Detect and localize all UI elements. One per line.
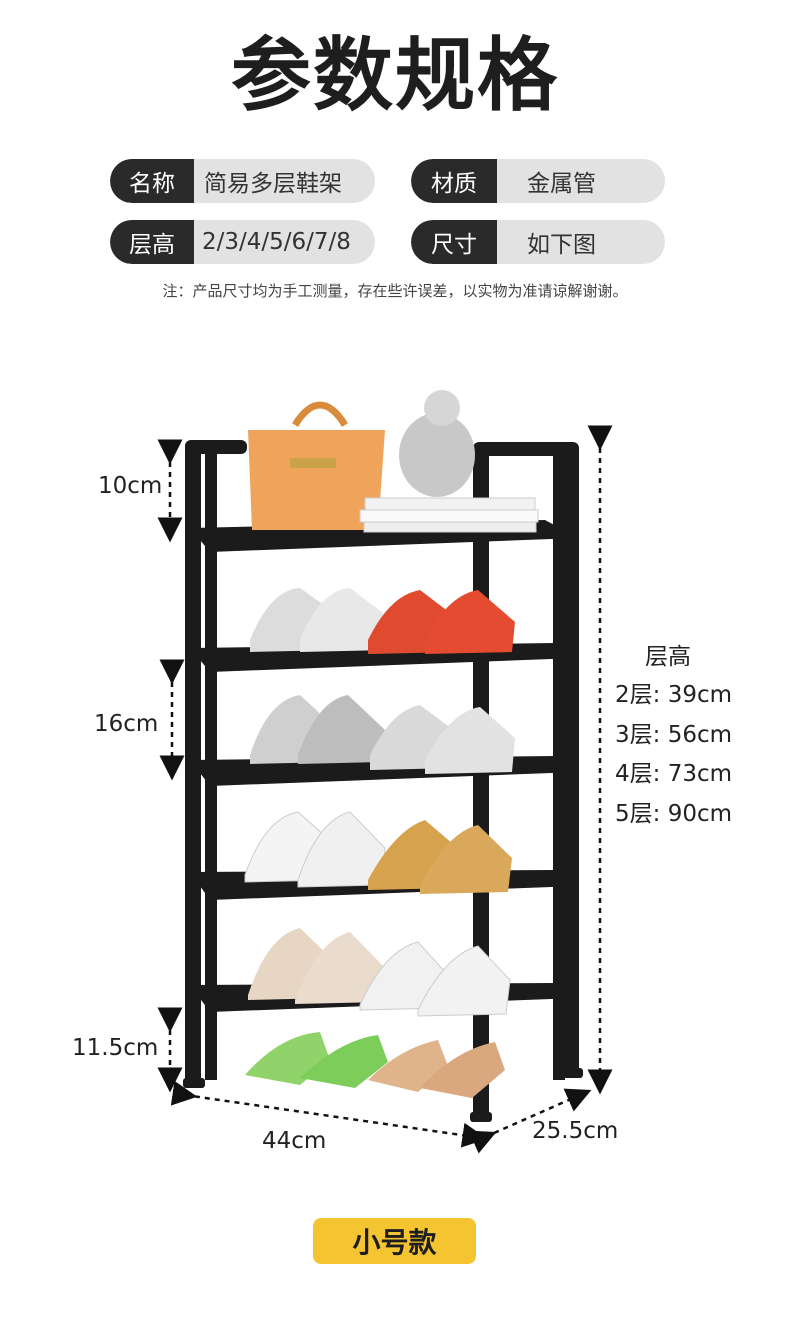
- layer-height-item: 2层: 39cm: [615, 682, 733, 708]
- dimension-lines: [157, 425, 613, 1154]
- spec-height-value: 2/3/4/5/6/7/8: [202, 229, 351, 255]
- spec-name-label: 名称: [110, 159, 194, 203]
- dim-shelf-gap: 16cm: [94, 711, 159, 737]
- layer-heights-heading: 层高: [645, 644, 691, 670]
- dim-top-gap: 10cm: [98, 473, 163, 499]
- spec-name: 名称 简易多层鞋架: [110, 159, 375, 203]
- dim-bottom-gap: 11.5cm: [72, 1035, 159, 1061]
- dim-width: 44cm: [262, 1128, 327, 1154]
- spec-material: 材质 金属管: [411, 159, 665, 203]
- page-title: 参数规格: [231, 29, 559, 122]
- sneakers-row-1: [250, 588, 515, 654]
- spec-size-value: 如下图: [527, 232, 596, 258]
- sneakers-row-4: [248, 928, 511, 1017]
- spec-height: 层高 2/3/4/5/6/7/8: [110, 220, 375, 264]
- shoe-rack-illustration: [157, 390, 613, 1154]
- rack-frame: [183, 440, 583, 1122]
- spec-height-label: 层高: [110, 220, 194, 264]
- spec-size: 尺寸 如下图: [411, 220, 665, 264]
- size-badge: 小号款: [313, 1218, 476, 1264]
- sneakers-row-2: [250, 695, 515, 774]
- spec-material-value: 金属管: [527, 171, 596, 197]
- layer-height-item: 3层: 56cm: [615, 722, 733, 748]
- layer-height-item: 5层: 90cm: [615, 801, 733, 827]
- sandals-row: [245, 1032, 505, 1098]
- spec-material-label: 材质: [411, 159, 497, 203]
- spec-name-value: 简易多层鞋架: [204, 171, 342, 197]
- figurine-and-books: [359, 390, 539, 533]
- layer-height-item: 4层: 73cm: [615, 761, 733, 787]
- sneakers-row-3: [244, 811, 512, 894]
- dim-depth: 25.5cm: [532, 1118, 619, 1144]
- spec-size-label: 尺寸: [411, 220, 497, 264]
- orange-handbag: [248, 401, 385, 530]
- measurement-note: 注：产品尺寸均为手工测量，存在些许误差，以实物为准请谅解谢谢。: [162, 282, 628, 300]
